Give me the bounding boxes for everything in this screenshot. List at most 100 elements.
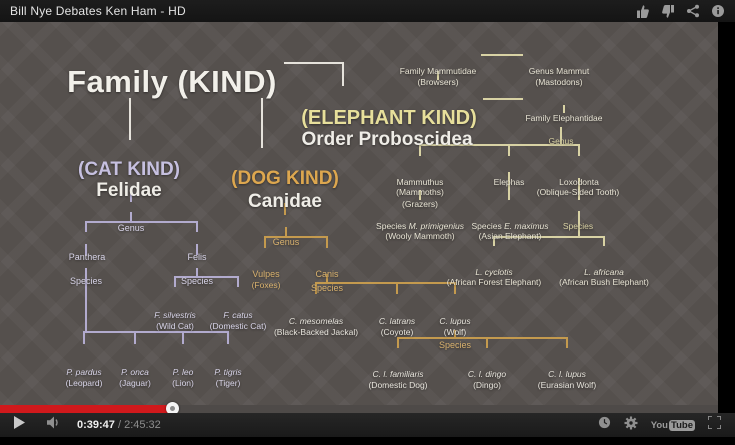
info-icon[interactable] — [711, 4, 725, 18]
node-species-e-maximus-common: (Asian Elephant) — [478, 231, 542, 241]
tree-connector — [397, 337, 568, 339]
node-c-l-familiaris: C. l. familiaris — [372, 369, 424, 379]
node-f-silvestris: F. silvestris — [154, 310, 196, 320]
tree-connector — [261, 98, 263, 148]
node-felis-species-label: Species — [180, 276, 214, 286]
youtube-logo-tube: Tube — [669, 419, 695, 431]
tree-connector — [85, 268, 87, 333]
video-title[interactable]: Bill Nye Debates Ken Ham - HD — [10, 4, 186, 18]
node-canis-species-label: Species — [310, 283, 344, 293]
share-icon[interactable] — [686, 4, 700, 18]
thumbs-down-icon[interactable] — [661, 4, 675, 18]
node-species-m-primigenius: Species M. primigenius — [376, 222, 464, 231]
tree-connector — [284, 62, 344, 64]
species-name: M. primigenius — [408, 221, 464, 231]
node-species-m-primigenius-common: (Wooly Mammoth) — [385, 231, 455, 241]
node-c-latrans: C. latrans — [378, 316, 416, 326]
node-f-catus-common: (Domestic Cat) — [209, 321, 267, 331]
node-l-africana: L. africana — [584, 267, 624, 277]
play-button[interactable] — [14, 416, 25, 434]
tree-connector — [285, 227, 287, 237]
watch-later-icon[interactable] — [598, 416, 611, 434]
node-c-l-dingo: C. l. dingo — [467, 369, 507, 379]
node-loxodonta: Loxodonta — [559, 177, 599, 187]
node-loxodonta-common: (Oblique-Sided Tooth) — [536, 187, 620, 197]
tree-connector — [196, 244, 198, 255]
node-p-onca-common: (Jaguar) — [119, 378, 151, 388]
node-felis: Felis — [187, 252, 207, 262]
tree-connector — [83, 331, 229, 333]
tree-connector — [130, 212, 132, 222]
species-prefix: Species — [471, 221, 502, 231]
tree-connector — [396, 282, 398, 294]
fullscreen-icon[interactable] — [707, 415, 722, 434]
node-c-lupus-common: (Wolf) — [443, 327, 467, 337]
node-p-tigris-common: (Tiger) — [215, 378, 241, 388]
tree-connector — [578, 144, 580, 156]
tree-connector — [196, 268, 198, 277]
node-family-kind: Family (KIND) — [67, 64, 277, 99]
tree-connector — [85, 244, 87, 255]
progress-scrubber[interactable] — [166, 402, 179, 415]
node-order-proboscidea: Order Proboscidea — [301, 129, 473, 150]
tree-connector — [437, 71, 439, 80]
node-c-l-dingo-common: (Dingo) — [473, 380, 501, 390]
slide-taxonomy-diagram: Family (KIND) Family Mammutidae (Browser… — [0, 22, 718, 405]
node-p-leo-common: (Lion) — [172, 378, 194, 388]
thumbs-up-icon[interactable] — [636, 4, 650, 18]
node-genus-mammut-common: (Mastodons) — [535, 77, 583, 87]
tree-connector — [264, 236, 266, 248]
tree-connector — [85, 221, 87, 232]
node-f-catus: F. catus — [223, 310, 253, 320]
node-cat-kind: (CAT KIND) — [77, 159, 181, 180]
node-l-africana-common: (African Bush Elephant) — [559, 277, 649, 287]
titlebar-actions — [636, 4, 725, 18]
tree-connector — [493, 236, 495, 246]
tree-connector — [493, 236, 605, 238]
tree-connector — [603, 236, 605, 246]
node-p-tigris: P. tigris — [214, 367, 242, 377]
video-titlebar: Bill Nye Debates Ken Ham - HD — [0, 0, 735, 22]
node-c-l-familiaris-common: (Domestic Dog) — [368, 380, 428, 390]
settings-gear-icon[interactable] — [624, 416, 638, 435]
progress-played — [0, 405, 172, 413]
tree-connector — [454, 330, 456, 339]
species-name: E. maximus — [504, 221, 549, 231]
node-genus-mammut: Genus Mammut — [528, 66, 590, 76]
node-mammuthus-common2: (Grazers) — [402, 199, 438, 209]
node-elephant-genus-label: Genus — [548, 136, 574, 146]
progress-bar[interactable] — [0, 405, 718, 413]
tree-connector — [566, 337, 568, 348]
node-c-mesomelas-common: (Black-Backed Jackal) — [273, 327, 359, 337]
node-l-cyclotis: L. cyclotis — [475, 267, 513, 277]
node-c-l-lupus-common: (Eurasian Wolf) — [537, 380, 597, 390]
node-c-lupus: C. lupus — [439, 316, 471, 326]
node-family-mammutidae-common: (Browsers) — [417, 77, 459, 87]
tree-connector — [237, 276, 239, 287]
tree-connector — [134, 331, 136, 344]
node-loxodonta-species-label: Species — [562, 221, 594, 231]
tree-connector — [284, 203, 286, 215]
node-canis: Canis — [315, 269, 339, 279]
node-panthera-species-label: Species — [69, 276, 103, 286]
tree-connector — [264, 236, 328, 238]
species-prefix: Species — [376, 221, 407, 231]
tree-connector — [182, 331, 184, 344]
node-lupus-species-label: Species — [438, 340, 472, 350]
tree-connector — [130, 193, 132, 202]
node-dog-genus-label: Genus — [272, 237, 300, 247]
tree-connector — [508, 144, 510, 156]
node-family-mammutidae: Family Mammutidae — [399, 66, 477, 76]
tree-connector — [419, 190, 421, 200]
node-cat-genus-label: Genus — [117, 223, 145, 233]
node-elephant-kind: (ELEPHANT KIND) — [301, 107, 477, 129]
node-p-leo: P. leo — [172, 367, 194, 377]
node-felidae: Felidae — [96, 180, 162, 201]
node-c-l-lupus: C. l. lupus — [548, 369, 586, 379]
node-species-e-maximus: Species E. maximus — [471, 222, 548, 231]
node-vulpes: Vulpes — [252, 269, 280, 279]
volume-icon[interactable] — [47, 416, 61, 434]
